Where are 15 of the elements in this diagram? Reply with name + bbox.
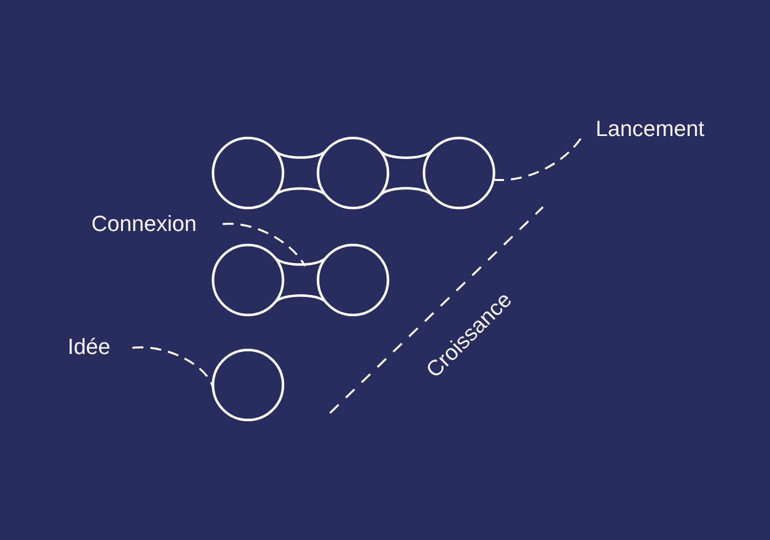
- stage-label: Connexion: [91, 213, 197, 235]
- stage-circle: [211, 136, 285, 210]
- stage-circle: [211, 243, 285, 317]
- bridge-connector: [274, 149, 328, 197]
- stage-label: Lancement: [596, 118, 704, 140]
- stage-circle: [211, 348, 285, 422]
- bridge-connector: [274, 256, 328, 304]
- leader-line: [222, 222, 306, 267]
- leader-line: [493, 138, 582, 182]
- stage-circle: [316, 243, 390, 317]
- bridge-connector: [378, 149, 434, 197]
- stage-label: Idée: [68, 336, 110, 358]
- leader-line: [132, 346, 214, 388]
- stage-circle: [316, 136, 390, 210]
- stage-circle: [422, 136, 496, 210]
